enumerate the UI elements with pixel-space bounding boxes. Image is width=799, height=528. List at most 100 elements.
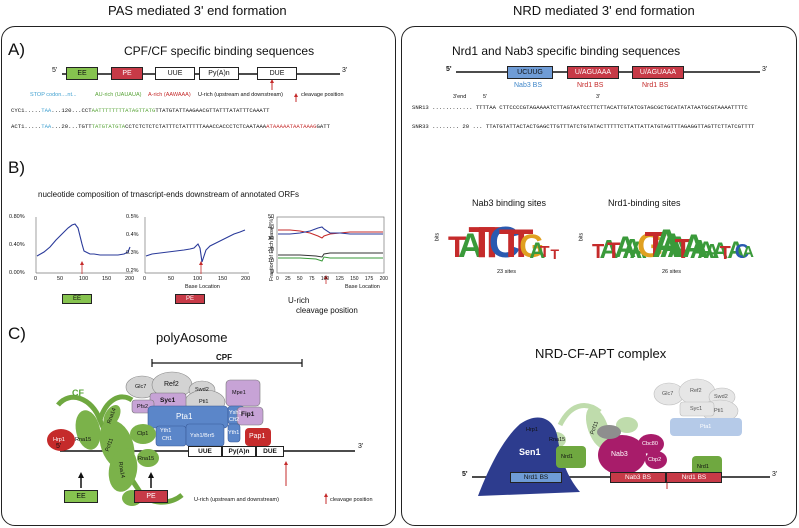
r-seq-snr33: SNR33 ........ 20 ... TTATGTATTACTACTGAG… xyxy=(412,123,755,130)
b-urich: U-rich xyxy=(288,296,310,305)
r-site-nrd1-1: Nrd1 BS xyxy=(510,472,562,483)
b-c1-y0: 0.80% xyxy=(9,214,25,220)
c-clp1: Clp1 xyxy=(137,431,149,437)
c-glc7: Glc7 xyxy=(135,384,147,390)
r-c-swd2: Swd2 xyxy=(714,394,728,400)
r-logo2-title: Nrd1-binding sites xyxy=(608,198,681,208)
r-c-five: 5' xyxy=(462,471,468,478)
c-ysh1brr5: Ysh1/Brr5 xyxy=(190,433,215,439)
panel-b-letter: B) xyxy=(8,158,25,177)
r-nrd1-label-1: Nrd1 BS xyxy=(577,82,604,89)
c-due-box: DUE xyxy=(256,446,284,457)
r-three-prime: 3' xyxy=(762,66,768,73)
r-nrd1-label-2: Nrd1 BS xyxy=(642,82,669,89)
r-logo1-sub: 23 sites xyxy=(497,269,516,275)
r-c-pti1: Pti1 xyxy=(714,408,724,414)
r-logo1-title: Nab3 binding sites xyxy=(472,198,547,208)
c-three-prime: 3' xyxy=(358,443,364,450)
b-c3-y4: 10 xyxy=(268,258,275,264)
b-cleav: cleavage position xyxy=(296,306,358,315)
b-c2-y2: 0.3% xyxy=(126,250,139,256)
a-legend-au: AU-rich (UAUAUA) xyxy=(95,92,142,98)
b-c3-y3: 20 xyxy=(268,247,275,253)
r-end5: 5' xyxy=(483,94,488,100)
a-pya-box: Py(A)n xyxy=(199,67,239,80)
b-c1-x3: 150 xyxy=(102,276,112,282)
c-uue-box: UUE xyxy=(188,446,222,457)
r-c-rna15: Rna15 xyxy=(549,437,566,443)
c-pfs2: Pfs2 xyxy=(137,404,149,410)
b-c1-x2: 100 xyxy=(79,276,89,282)
c-rna15: Rna15 xyxy=(75,437,92,443)
panel-c-title: polyAosome xyxy=(156,330,228,345)
b-c3-xlabel: Base Location xyxy=(345,284,380,290)
panel-b-title: nucleotide composition of trnascript-end… xyxy=(38,190,300,199)
r-c-pta1: Pta1 xyxy=(700,424,712,430)
a-legend-stop: STOP codon....nt... xyxy=(30,92,77,98)
r-seq-snr13: SNR13 ............ TTTTAA CTTCCCCGTAGAAA… xyxy=(412,104,748,111)
c-cft1: Cft1 xyxy=(162,436,173,442)
left-header: PAS mediated 3' end formation xyxy=(108,3,287,18)
b-c3-y0: 50 xyxy=(268,214,275,220)
r-c-hrp1: Hrp1 xyxy=(526,427,538,433)
c-yth1: Yth1 xyxy=(160,428,172,434)
a-legend-u: U-rich (upstream and downstream) xyxy=(198,92,283,98)
a-seq-act1: ACT1.....TAA...20...TGTTTATGTATGTACCTCTC… xyxy=(11,123,330,130)
a-pe-box: PE xyxy=(111,67,143,80)
r-five-prime: 5' xyxy=(446,66,452,73)
logo-letter: T xyxy=(719,242,731,263)
c-swd2: Swd2 xyxy=(195,387,209,393)
c-pya-box: Py(A)n xyxy=(222,446,256,457)
b-c3-y5: 0 xyxy=(271,269,275,275)
c-pta1: Pta1 xyxy=(176,412,193,421)
r-c-syc1: Syc1 xyxy=(690,406,703,412)
r-nrd1-box-2: U/AGUAAA xyxy=(632,66,684,79)
r-c-three: 3' xyxy=(772,471,778,478)
b-c1-x1: 50 xyxy=(57,276,64,282)
b-c2-x1: 50 xyxy=(168,276,175,282)
r-c-cbp2: Cbp2 xyxy=(648,457,662,463)
r-c-nab3: Nab3 xyxy=(611,451,628,458)
logo-letter: T xyxy=(539,244,550,262)
b-c1-y1: 0.40% xyxy=(9,242,25,248)
b-c2-y0: 0.5% xyxy=(126,214,139,220)
c-cleav: cleavage position xyxy=(330,497,373,503)
r-end-label: 3'end xyxy=(453,94,467,100)
c-cft2: Cft2 xyxy=(229,417,240,423)
r-site-nrd1-2: Nrd1 BS xyxy=(666,472,722,483)
b-c2-x0: 0 xyxy=(143,276,147,282)
r-title: Nrd1 and Nab3 specific binding sequences xyxy=(452,44,681,58)
b-c2-xlabel: Base Location xyxy=(185,284,220,290)
r-nab3-box: UCUUG xyxy=(507,66,553,79)
r-c-glc7: Glc7 xyxy=(662,391,674,397)
c-ref2: Ref2 xyxy=(164,381,179,388)
c-cf-label: CF xyxy=(72,388,84,398)
r-logo2-sub: 26 sites xyxy=(662,269,681,275)
c-syc1: Syc1 xyxy=(160,397,176,404)
c-pap1: Pap1 xyxy=(249,433,266,440)
c-five-prime: 5' xyxy=(56,443,62,450)
a-five-prime: 5' xyxy=(52,67,58,74)
b-c1-y2: 0.00% xyxy=(9,270,25,276)
c-fip1: Fip1 xyxy=(241,411,255,418)
r-c-nrd1-b: Nrd1 xyxy=(697,464,709,470)
b-c3-y1: 40 xyxy=(268,225,275,231)
a-due-box: DUE xyxy=(257,67,297,80)
b-c1-x4: 200 xyxy=(125,276,135,282)
logo-letter: A xyxy=(742,244,754,262)
c-pti1: Pti1 xyxy=(199,399,209,405)
r-nab3-label: Nab3 BS xyxy=(514,82,543,89)
a-ee-box: EE xyxy=(66,67,98,80)
r-c-ref2: Ref2 xyxy=(690,388,702,394)
a-legend-cleav: cleavage position xyxy=(301,92,344,98)
r-nrd1-box-1: U/AGUAAA xyxy=(567,66,619,79)
r-c-sen1: Sen1 xyxy=(519,447,541,457)
r-end3: 3' xyxy=(596,94,601,100)
b-ee-box: EE xyxy=(62,294,92,304)
a-seq-cyc1: CYC1.....TAA...120...CCTAATTTTTTTTATAGTT… xyxy=(11,107,270,114)
right-header: NRD mediated 3' end formation xyxy=(513,3,695,18)
